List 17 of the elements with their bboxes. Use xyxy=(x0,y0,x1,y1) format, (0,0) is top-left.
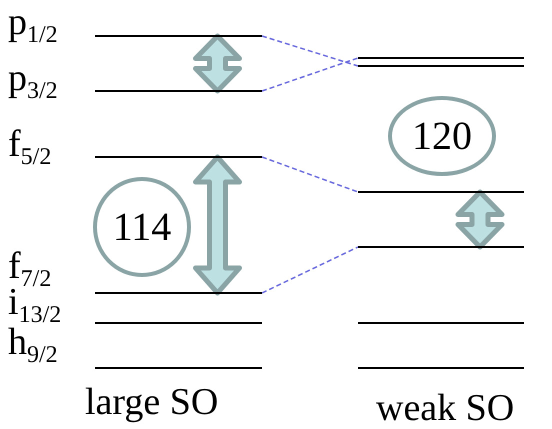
level-label: f$_{5/2}$ xyxy=(8,124,52,164)
double-arrow xyxy=(193,154,242,296)
ellipse-outline xyxy=(93,177,191,277)
magic-number: 114 xyxy=(112,206,172,248)
connector-line xyxy=(262,57,358,92)
double-arrow xyxy=(193,34,242,94)
level-label: p$_{3/2}$ xyxy=(8,58,58,98)
connector-line xyxy=(262,156,358,193)
connector-line xyxy=(262,35,358,67)
level-label: p$_{1/2}$ xyxy=(8,2,58,42)
magic-number: 120 xyxy=(412,115,472,157)
double-arrow xyxy=(456,190,504,250)
column-label: large SO xyxy=(85,382,218,422)
ellipse-outline xyxy=(388,96,496,176)
connector-line xyxy=(262,246,358,294)
level-label: h$_{9/2}$ xyxy=(8,322,58,362)
column-label: weak SO xyxy=(376,388,514,428)
